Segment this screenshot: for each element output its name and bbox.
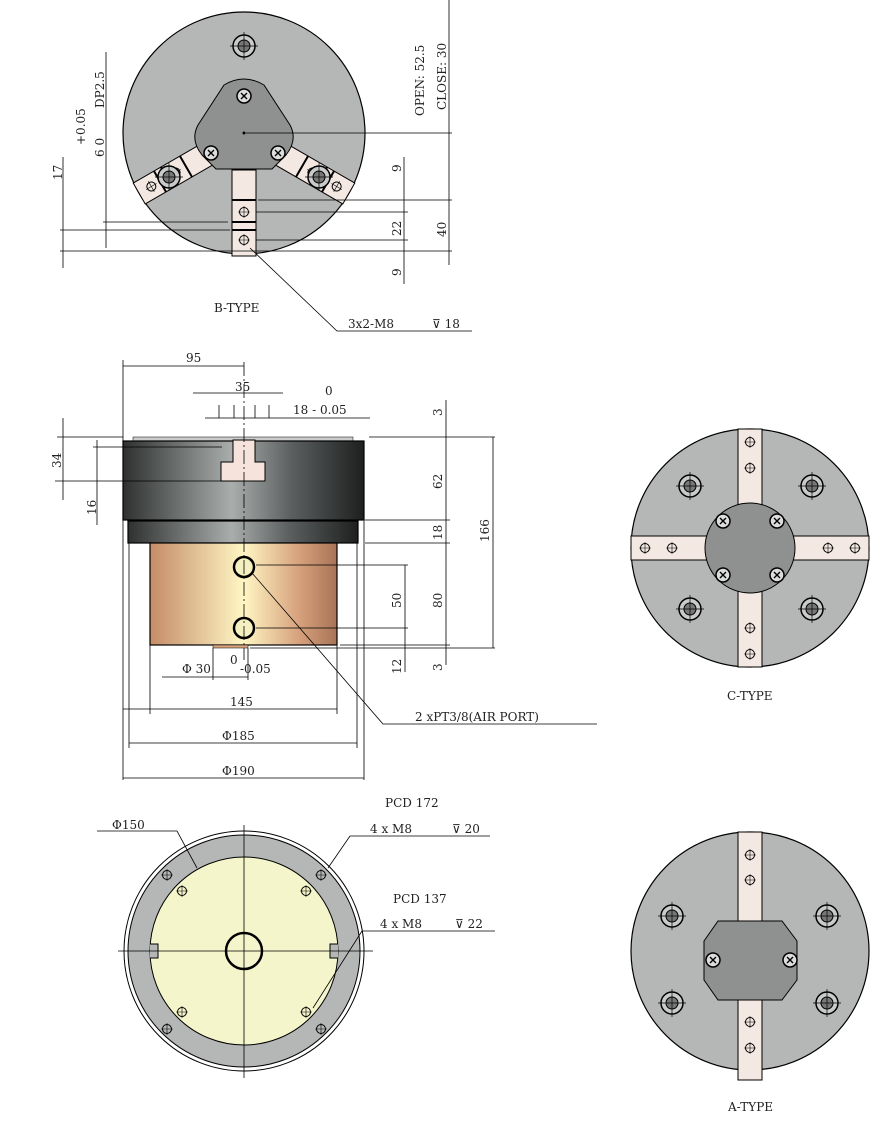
c-type-label: C-TYPE (727, 689, 773, 703)
jaw-slot (630, 535, 712, 561)
side-view-pilot: Φ 30 (182, 662, 211, 676)
b-type-thread-depth: ⊽ 18 (432, 317, 460, 331)
bottom-view-depth-172: ⊽ 20 (452, 822, 480, 836)
side-view-dim-35: 35 (235, 380, 250, 394)
t-slot (220, 439, 266, 482)
jaw-slot-bottom (231, 169, 257, 257)
bottom-view: Φ150 PCD 172 4 x M8 ⊽ 20 PCD 137 4 x M8 … (97, 796, 495, 1078)
jaw-slot (737, 428, 763, 510)
bottom-view-pcd-137: PCD 137 (393, 892, 447, 906)
b-type-open: OPEN: 52.5 (413, 45, 427, 116)
b-type-dim-9-bottom: 9 (390, 268, 404, 276)
screw-icon (705, 952, 721, 968)
jaw-slot (788, 535, 870, 561)
screw-icon (769, 567, 785, 583)
a-type-center-plate (703, 920, 798, 1001)
screw-icon (715, 513, 731, 529)
jaw-slot (737, 989, 763, 1081)
side-view-dim-62: 62 (431, 474, 445, 489)
b-type-tol-base: 6 0 (93, 138, 107, 157)
side-view-pilot-tol: -0.05 (240, 662, 271, 676)
screw-icon (715, 567, 731, 583)
bottom-view-pcd-172: PCD 172 (385, 796, 439, 810)
side-view-dim-80: 80 (431, 593, 445, 608)
side-view-dim-166: 166 (478, 519, 492, 542)
c-type-view: C-TYPE (630, 428, 870, 703)
b-type-dim-40: 40 (435, 222, 449, 237)
side-view-dim-3-bottom: 3 (431, 663, 445, 671)
side-view-dim-95: 95 (186, 351, 201, 365)
screw-icon (769, 513, 785, 529)
a-type-view: A-TYPE (630, 831, 870, 1114)
bottom-view-holes-172: 4 x M8 (370, 822, 412, 836)
b-type-label: B-TYPE (214, 301, 259, 315)
a-type-label: A-TYPE (727, 1100, 773, 1114)
side-view-dim-18: 18 (431, 525, 445, 540)
b-type-dim-22: 22 (390, 221, 404, 236)
b-type-dim-9-top: 9 (390, 164, 404, 172)
b-type-close: CLOSE: 30 (435, 43, 449, 110)
jaw-slot (737, 586, 763, 668)
screw-icon (236, 88, 252, 104)
b-type-depth: DP2.5 (93, 71, 107, 108)
side-view-dim-16: 16 (85, 500, 99, 515)
side-view-air-port: 2 xPT3/8(AIR PORT) (415, 710, 539, 724)
bottom-view-depth-137: ⊽ 22 (455, 917, 483, 931)
side-view-dim-12: 12 (390, 659, 404, 674)
side-view-dim-145: 145 (230, 695, 253, 709)
side-view-dim-50: 50 (390, 593, 404, 608)
side-view-tol-top: 0 (325, 384, 333, 398)
screw-icon (782, 952, 798, 968)
screw-icon (203, 145, 219, 161)
screw-icon (270, 145, 286, 161)
side-view-slot: 18 - 0.05 (293, 403, 347, 417)
chuck-flange (127, 520, 359, 544)
b-type-dim-17: 17 (51, 165, 65, 180)
side-view-dia-185: Φ185 (222, 729, 255, 743)
b-type-tol-plus: +0.05 (74, 108, 88, 145)
side-view-dia-190: Φ190 (222, 764, 255, 778)
side-view: 95 35 0 18 - 0.05 3 62 18 80 3 166 50 12… (50, 351, 597, 780)
side-view-dim-3-top: 3 (431, 408, 445, 416)
side-view-dim-34: 34 (50, 452, 64, 468)
jaw-slot (737, 831, 763, 923)
bottom-view-dia-150: Φ150 (112, 818, 145, 832)
b-type-center-plate (194, 78, 294, 170)
b-type-view: OPEN: 52.5 CLOSE: 30 9 22 9 40 17 +0.05 … (51, 0, 472, 332)
b-type-thread: 3x2-M8 (348, 317, 394, 331)
side-view-pilot-tol-top: 0 (230, 653, 238, 667)
bottom-view-holes-137: 4 x M8 (380, 917, 422, 931)
